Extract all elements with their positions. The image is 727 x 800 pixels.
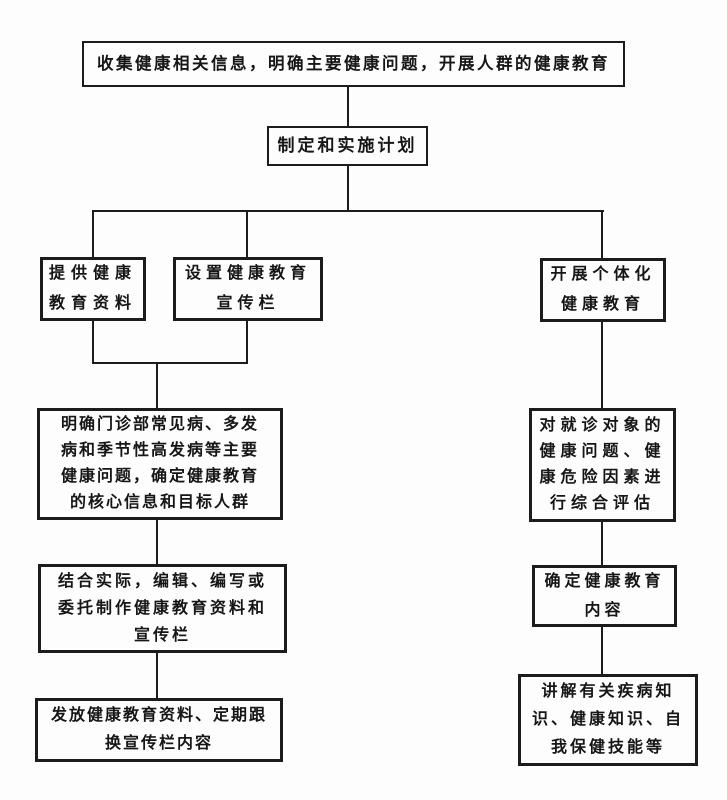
node-produce-materials: 结合实际，编辑、编写或 委托制作健康教育资料和 宣传栏 (38, 564, 287, 653)
node-explain-knowledge: 讲解有关疾病知 识、健康知识、自 我保健技能等 (518, 674, 698, 766)
connector-branch-to-provide (92, 210, 94, 257)
node-determine-content-label: 确定健康教育 内容 (544, 573, 665, 619)
connector-branch-to-individual (601, 210, 603, 258)
node-make-plan: 制定和实施计划 (267, 126, 428, 166)
connector-plan-to-branch (347, 166, 349, 211)
node-determine-content: 确定健康教育 内容 (532, 565, 677, 627)
node-collect-info-label: 收集健康相关信息，明确主要健康问题，开展人群的健康教育 (97, 54, 610, 73)
connector-branch-to-board (246, 210, 248, 257)
node-distribute-materials-label: 发放健康教育资料、定期跟 换宣传栏内容 (50, 707, 267, 752)
connector-assess-to-content (601, 522, 603, 565)
node-individual-education: 开展个体化 健康教育 (540, 258, 666, 322)
node-make-plan-label: 制定和实施计划 (277, 136, 418, 155)
node-identify-problems: 明确门诊部常见病、多发 病和季节性高发病等主要 健康问题，确定健康教育 的核心信… (37, 408, 283, 520)
connector-individual-to-assess (601, 322, 603, 408)
node-produce-materials-label: 结合实际，编辑、编写或 委托制作健康教育资料和 宣传栏 (57, 573, 267, 644)
node-provide-materials: 提供健康 教育资料 (40, 257, 146, 321)
node-provide-materials-label: 提供健康 教育资料 (48, 265, 137, 312)
node-setup-board-label: 设置健康教育 宣传栏 (184, 265, 311, 312)
node-distribute-materials: 发放健康教育资料、定期跟 换宣传栏内容 (35, 698, 283, 762)
node-identify-problems-label: 明确门诊部常见病、多发 病和季节性高发病等主要 健康问题，确定健康教育 的核心信… (60, 416, 259, 511)
connector-identify-to-produce (156, 520, 158, 564)
connector-branch-horizontal (92, 210, 604, 212)
node-explain-knowledge-label: 讲解有关疾病知 识、健康知识、自 我保健技能等 (531, 683, 684, 756)
connector-merge-to-identify (156, 362, 158, 408)
connector-merge-horizontal (92, 362, 248, 364)
node-collect-info: 收集健康相关信息，明确主要健康问题，开展人群的健康教育 (82, 41, 625, 87)
connector-collect-to-plan (347, 87, 349, 126)
connector-board-to-merge (246, 321, 248, 364)
connector-provide-to-merge (92, 321, 94, 364)
connector-produce-to-distribute (156, 653, 158, 698)
node-assess-patient-label: 对就诊对象的 健康问题、健 康危险因素进 行综合评估 (539, 417, 666, 512)
node-setup-board: 设置健康教育 宣传栏 (173, 257, 323, 321)
node-assess-patient: 对就诊对象的 健康问题、健 康危险因素进 行综合评估 (529, 408, 676, 522)
node-individual-education-label: 开展个体化 健康教育 (550, 266, 656, 313)
connector-content-to-explain (601, 627, 603, 674)
